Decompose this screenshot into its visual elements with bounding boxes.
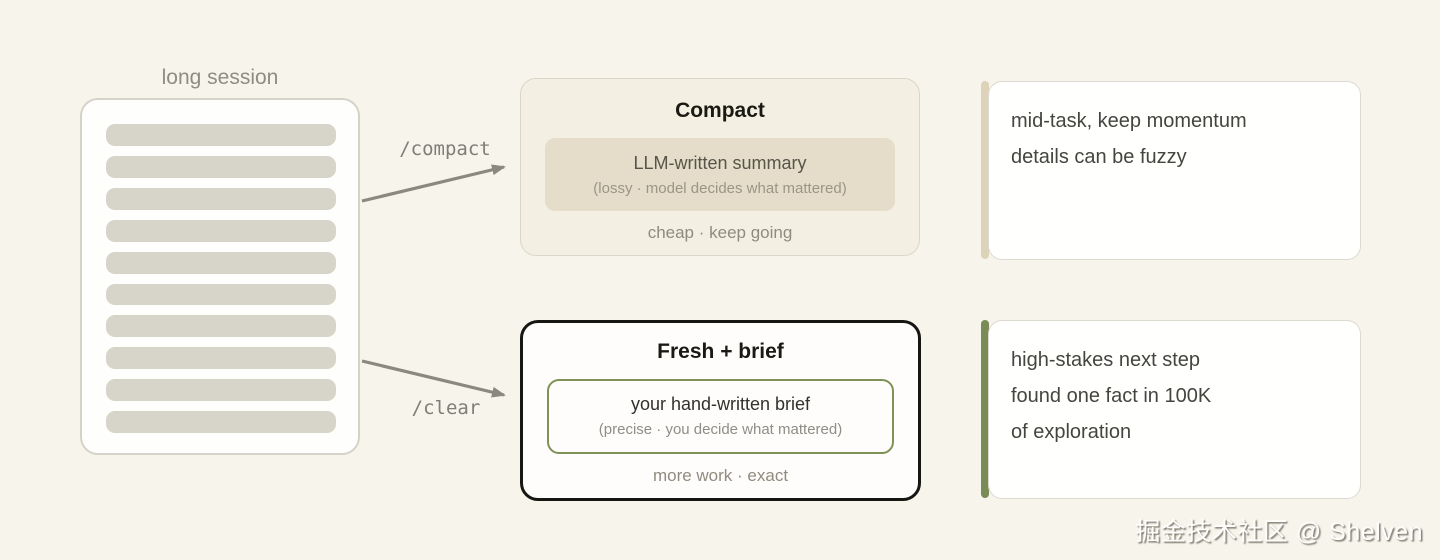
watermark: 掘金技术社区 @ Shelven	[1135, 518, 1423, 546]
hand-brief-text: your hand-written brief	[630, 394, 811, 414]
fresh-option-box: Fresh + brief your hand-written brief (p…	[520, 320, 921, 501]
compact-note-card: mid-task, keep momentum details can be f…	[988, 81, 1361, 260]
note-accent-olive	[981, 320, 989, 498]
session-label: long session	[161, 66, 279, 89]
text-line-placeholder	[106, 347, 336, 370]
text-line-placeholder	[106, 124, 336, 146]
text-line-placeholder	[106, 219, 336, 242]
llm-summary-text: LLM-written summary	[633, 153, 807, 173]
compact-title: Compact	[675, 99, 765, 122]
compact-footer: cheap · keep going	[647, 223, 793, 242]
text-line-placeholder	[106, 315, 336, 338]
compact-command-label: /compact	[399, 138, 491, 160]
compact-option-box: Compact LLM-written summary (lossy · mod…	[520, 78, 920, 256]
note-line: found one fact in 100K	[1011, 385, 1212, 407]
clear-arrow	[361, 359, 506, 398]
llm-summary-note: (lossy · model decides what mattered)	[593, 180, 847, 197]
hand-brief-chip: your hand-written brief (precise · you d…	[547, 379, 894, 454]
text-line-placeholder	[106, 379, 336, 402]
text-line-placeholder	[106, 187, 336, 210]
note-line: details can be fuzzy	[1011, 146, 1187, 168]
text-line-placeholder	[106, 411, 336, 434]
fresh-title: Fresh + brief	[657, 340, 784, 363]
hand-brief-note: (precise · you decide what mattered)	[598, 421, 843, 438]
compact-arrow	[361, 164, 506, 203]
note-line: high-stakes next step	[1011, 349, 1200, 371]
note-accent-tan	[981, 81, 989, 259]
session-document	[80, 98, 360, 455]
fresh-note-card: high-stakes next step found one fact in …	[988, 320, 1361, 499]
text-line-placeholder	[106, 251, 336, 274]
note-line: of exploration	[1011, 421, 1132, 443]
text-line-placeholder	[106, 155, 336, 178]
text-line-placeholder	[106, 283, 336, 306]
note-line: mid-task, keep momentum	[1011, 110, 1247, 132]
llm-summary-chip: LLM-written summary (lossy · model decid…	[545, 138, 895, 211]
fresh-footer: more work · exact	[652, 466, 789, 485]
clear-command-label: /clear	[411, 397, 481, 419]
